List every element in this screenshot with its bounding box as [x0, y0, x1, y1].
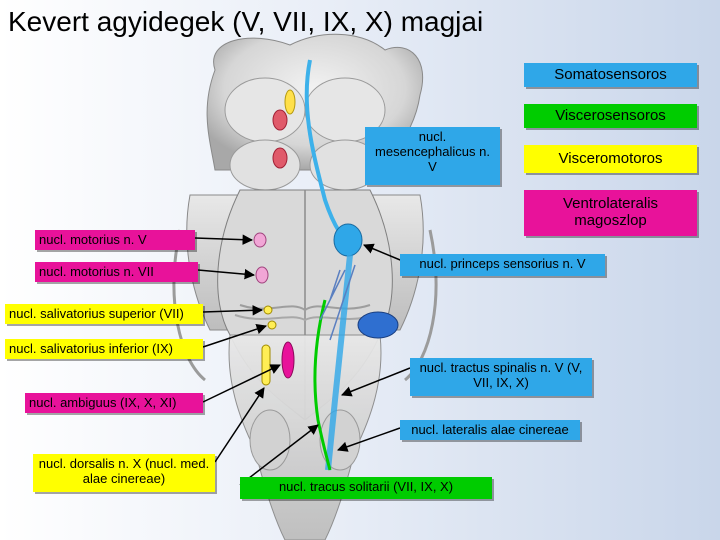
nucleus-motorius-v [253, 232, 267, 248]
label-tractus-solitarii: nucl. tracus solitarii (VII, IX, X) [240, 477, 492, 499]
nucleus-red-lower [272, 147, 288, 169]
label-motorius-v: nucl. motorius n. V [35, 230, 195, 250]
nucleus-vestibular [357, 311, 399, 339]
nuclei [253, 59, 399, 471]
nucleus-salivatorius-inf [267, 320, 277, 330]
label-salivatorius-inferior: nucl. salivatorius inferior (IX) [5, 339, 203, 359]
nucleus-ambiguus [281, 341, 295, 379]
nucleus-yellow-upper [284, 89, 296, 115]
label-salivatorius-superior: nucl. salivatorius superior (VII) [5, 304, 203, 324]
label-dorsalis: nucl. dorsalis n. X (nucl. med. alae cin… [33, 454, 215, 492]
nucleus-princeps [333, 223, 363, 257]
nucleus-red-upper [272, 109, 288, 131]
nucleus-dorsalis-x [261, 344, 271, 386]
legend-viscerosensory: Viscerosensoros [524, 104, 697, 128]
solitary-tract [313, 299, 332, 471]
label-tractus-spinalis: nucl. tractus spinalis n. V (V, VII, IX,… [410, 358, 592, 396]
nucleus-motorius-vii [255, 266, 269, 284]
nucleus-salivatorius-sup [263, 305, 273, 315]
legend-visceromotor: Visceromotoros [524, 145, 697, 173]
label-motorius-vii: nucl. motorius n. VII [35, 262, 198, 282]
label-ambiguus: nucl. ambiguus (IX, X, XI) [25, 393, 203, 413]
label-princeps: nucl. princeps sensorius n. V [400, 254, 605, 276]
legend-somatosensory: Somatosensoros [524, 63, 697, 87]
label-mesencephalicus: nucl. mesencephalicus n. V [365, 127, 500, 185]
label-lateralis-alae: nucl. lateralis alae cinereae [400, 420, 580, 440]
legend-ventrolateral: Ventrolateralis magoszlop [524, 190, 697, 236]
page-title: Kevert agyidegek (V, VII, IX, X) magjai [8, 6, 484, 37]
